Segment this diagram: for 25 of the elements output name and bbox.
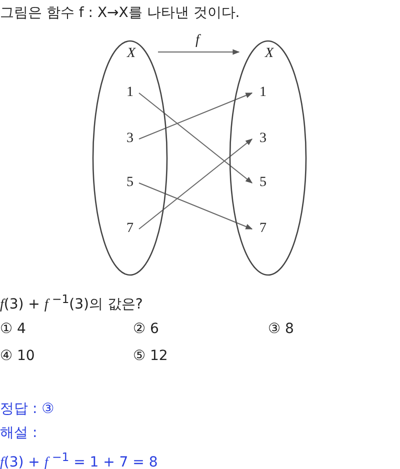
title-text: 그림은 함수 f : X→X를 나타낸 것이다. [0, 4, 240, 22]
element-label: 3 [257, 131, 269, 147]
answer-text: 정답 : ③ [0, 400, 54, 418]
arrow [138, 182, 253, 230]
element-label: 7 [124, 221, 136, 237]
arrow [138, 138, 253, 230]
set-ellipse [92, 40, 168, 276]
answer-choice: ② 6 [133, 321, 159, 337]
element-label: 3 [124, 131, 136, 147]
set-ellipse [229, 40, 307, 276]
element-label: 1 [124, 85, 136, 101]
answer-choice: ③ 8 [268, 321, 294, 337]
answer-choice: ⑤ 12 [133, 348, 168, 364]
element-label: 7 [257, 221, 269, 237]
element-label: 1 [257, 85, 269, 101]
arrow [138, 92, 253, 140]
arrow [138, 92, 253, 184]
element-label: 5 [257, 175, 269, 191]
question-text: f(3) + f $^{−1}$(3)의 값은? [0, 292, 143, 314]
answer-choice: ④ 10 [0, 348, 35, 364]
arrow [158, 49, 240, 55]
edge-label: f [196, 33, 200, 49]
element-label: 5 [124, 175, 136, 191]
explanation-heading: 해설 : [0, 424, 38, 442]
answer-choice: ① 4 [0, 321, 26, 337]
